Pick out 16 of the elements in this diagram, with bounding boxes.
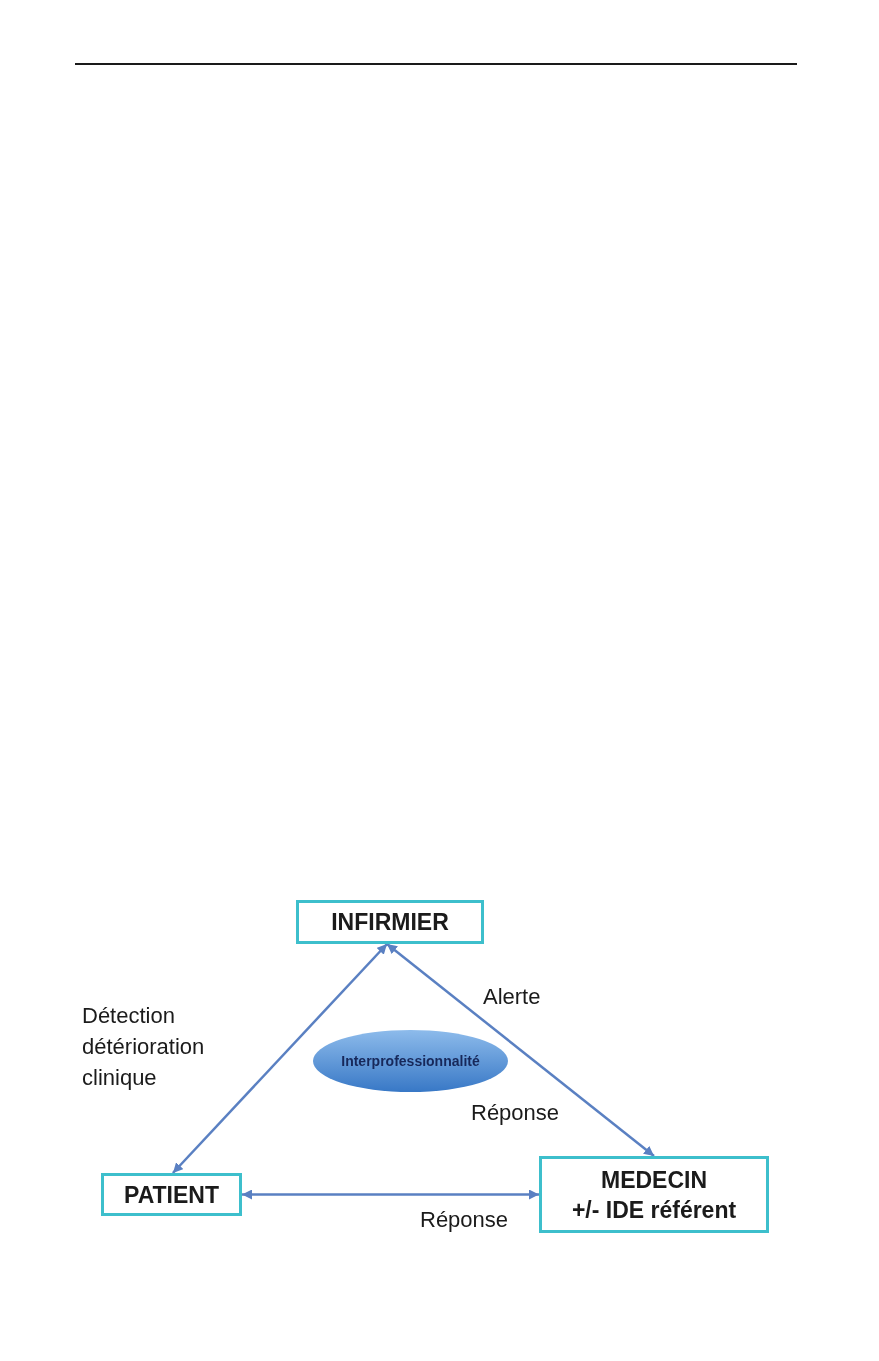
double-headed-arrow (172, 943, 388, 1174)
edge-label: Détection détérioration clinique (82, 1002, 206, 1092)
annotation-label: Réponse (471, 1099, 560, 1127)
box-label: INFIRMIER (331, 908, 449, 937)
role-box (101, 1173, 242, 1216)
double-headed-arrow (386, 943, 655, 1157)
double-headed-arrow (242, 1189, 539, 1200)
edge-label: Réponse (420, 1206, 509, 1234)
box-label: MEDECIN (600, 1165, 708, 1195)
role-box (296, 900, 484, 944)
role-box (539, 1156, 769, 1233)
box-label: PATIENT (124, 1180, 219, 1210)
ellipse-label: Interprofessionnalité (341, 1052, 480, 1070)
concept-ellipse (313, 1030, 508, 1092)
box-label: +/- IDE référent (571, 1195, 737, 1225)
edge-label: Alerte (483, 983, 541, 1011)
